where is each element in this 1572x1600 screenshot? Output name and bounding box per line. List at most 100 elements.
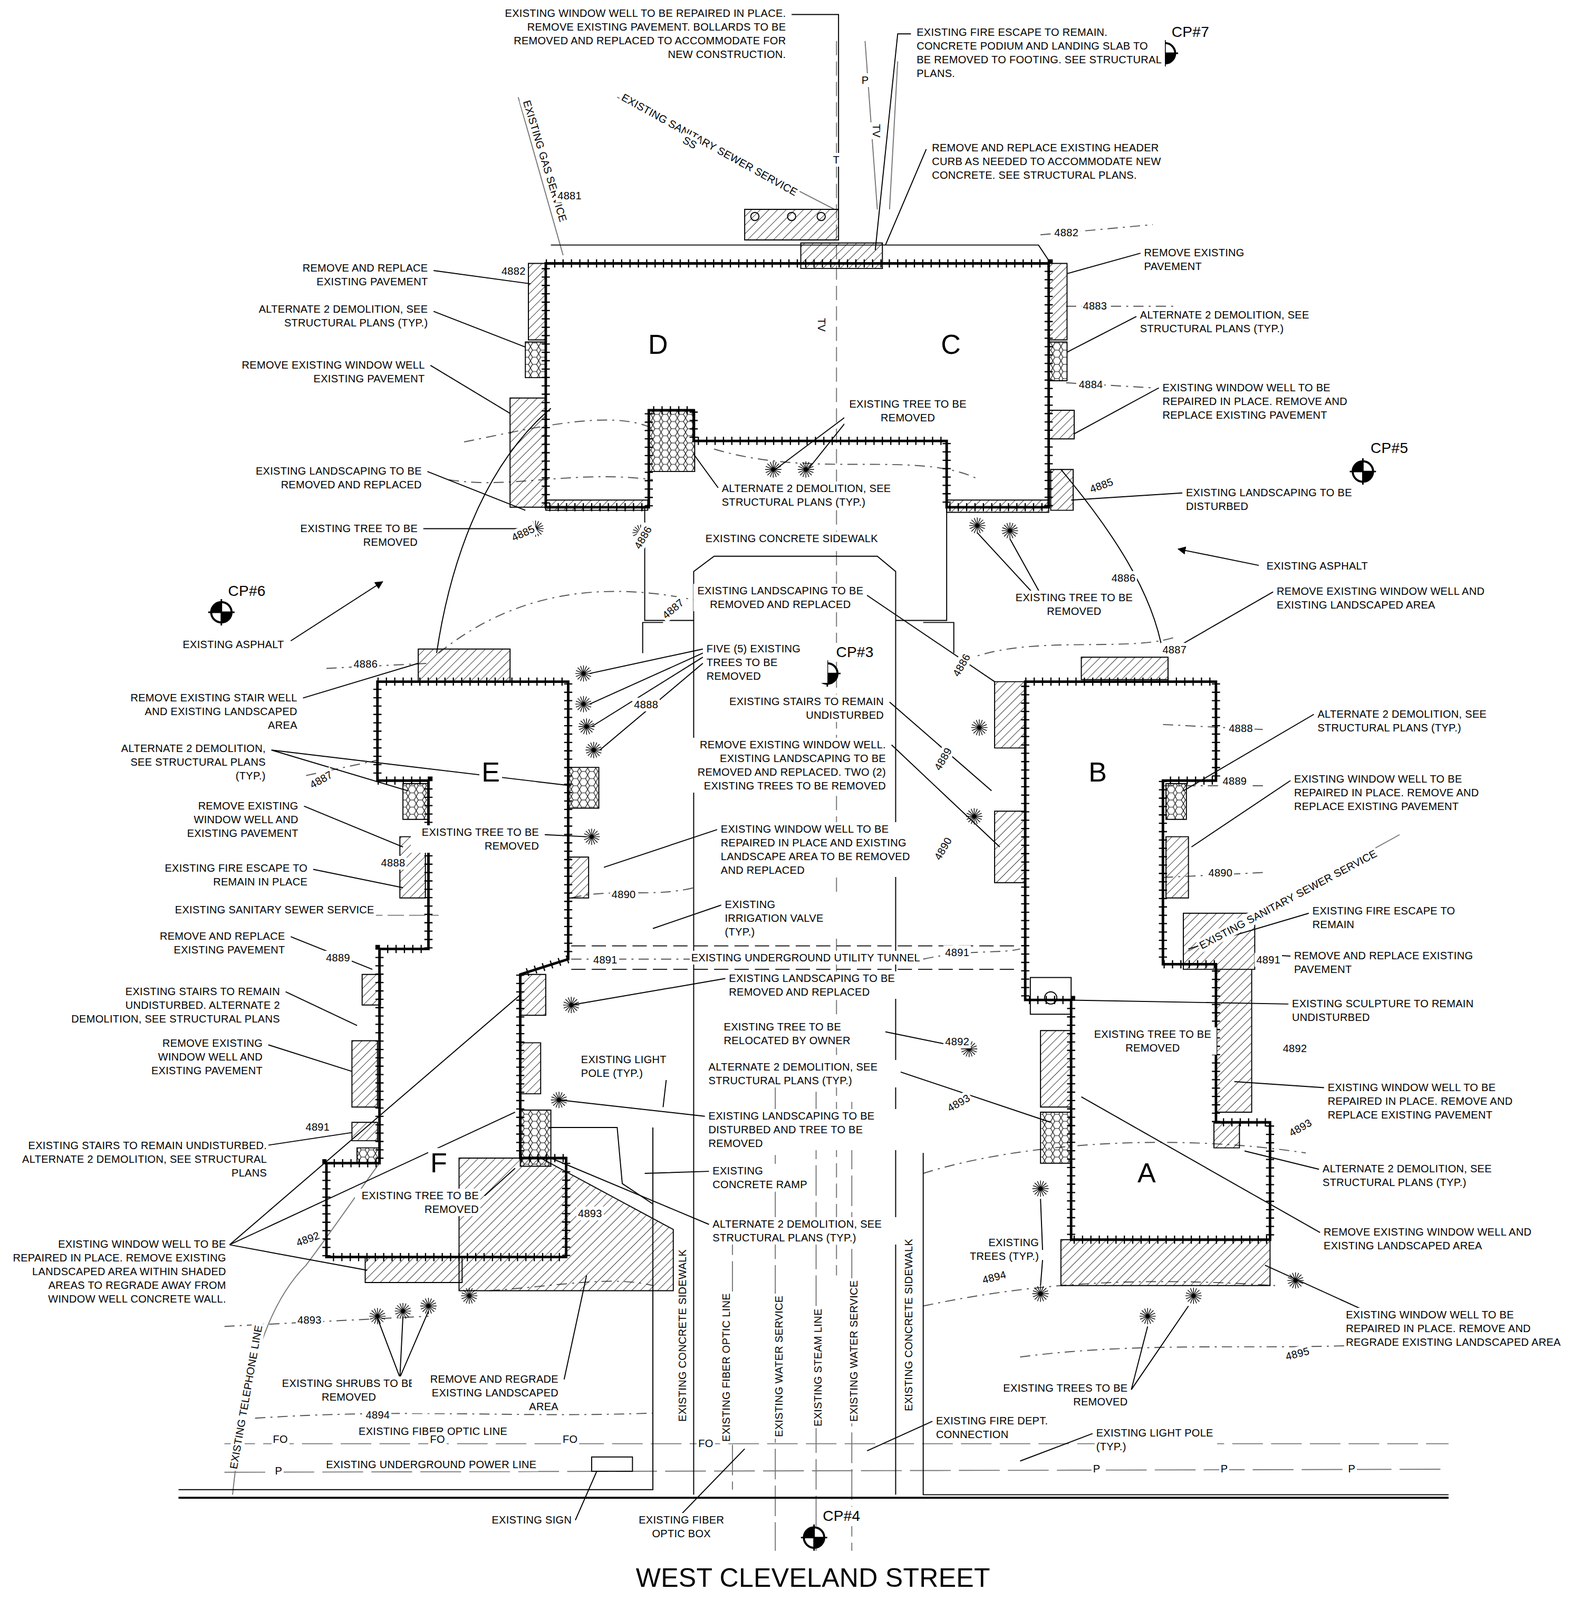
buildings: [326, 212, 1270, 1258]
callout-note: EXISTING IRRIGATION VALVE (TYP.): [723, 897, 842, 939]
callout-note: EXISTING WINDOW WELL TO BE REPAIRED IN P…: [1292, 772, 1492, 814]
tree-symbol: [765, 461, 782, 478]
contour-elevation: 4882: [499, 264, 528, 278]
callout-note: EXISTING TREE TO BE RELOCATED BY OWNER: [722, 1019, 886, 1048]
callout-note: EXISTING WINDOW WELL TO BE REPAIRED IN P…: [719, 822, 924, 877]
callout-note: REMOVE EXISTING WINDOW WELL. EXISTING LA…: [673, 737, 888, 793]
building-label: F: [428, 1148, 450, 1179]
tree-symbol: [971, 719, 988, 736]
utility-line-tag: TV: [814, 316, 829, 334]
contour-elevation: 4890: [610, 887, 638, 902]
callout-note: EXISTING UNDERGROUND UTILITY TUNNEL: [689, 950, 922, 965]
callout-note: EXISTING WINDOW WELL TO BE REPAIRED IN P…: [1326, 1080, 1516, 1122]
tree-symbol: [966, 807, 983, 825]
contour-elevation: 4886: [351, 657, 380, 671]
contour-elevation: 4889: [324, 950, 352, 965]
callout-note: REMOVE EXISTING WINDOW WELL AND EXISTING…: [157, 798, 301, 841]
control-point-label: WEST CLEVELAND STREET: [634, 1560, 992, 1596]
callout-note: REMOVE EXISTING STAIR WELL AND EXISTING …: [120, 690, 300, 732]
building-label: C: [938, 329, 963, 360]
contour-elevation: 4890: [930, 833, 956, 864]
tunnel: [571, 946, 1020, 970]
contour-elevation: 4882: [1052, 225, 1080, 240]
bollard: [817, 212, 826, 221]
building-label: B: [1086, 757, 1109, 788]
callout-note: REMOVE AND REPLACE EXISTING HEADER CURB …: [930, 140, 1165, 182]
contour-elevation: 4891: [943, 945, 971, 960]
callout-note: REMOVE EXISTING WINDOW WELL AND EXISTING…: [121, 1036, 265, 1078]
callout-note: REMOVE EXISTING WINDOW WELL AND EXISTING…: [1275, 584, 1500, 612]
utility-line-tag: FO: [428, 1432, 447, 1446]
utility-line-tag: P: [1091, 1461, 1103, 1476]
contours: [224, 224, 1449, 1419]
callout-note: EXISTING WINDOW WELL TO BE REPAIRED IN P…: [1160, 380, 1360, 422]
contour-elevation: 4889: [1221, 774, 1249, 788]
callout-note: EXISTING SIGN: [456, 1512, 574, 1527]
callout-note: REMOVE EXISTING PAVEMENT: [1142, 245, 1291, 274]
contour-elevation: 4892: [292, 1228, 323, 1251]
top-line: [864, 41, 898, 210]
callout-note: ALTERNATE 2 DEMOLITION, SEE STRUCTURAL P…: [710, 1217, 900, 1245]
contour-elevation: 4891: [1254, 952, 1282, 967]
sign: [591, 1457, 633, 1472]
control-points: [208, 40, 1377, 1551]
callout-note: EXISTING TREE TO BE REMOVED: [354, 1188, 481, 1217]
control-point-label: CP#4: [821, 1506, 862, 1526]
callout-note: EXISTING CONCRETE SIDEWALK: [703, 531, 880, 546]
callout-note: EXISTING UNDERGROUND POWER LINE: [324, 1457, 538, 1472]
tree-symbol: [585, 741, 602, 759]
building-letter: C: [940, 329, 961, 360]
callout-note: EXISTING LANDSCAPING TO BE REMOVED AND R…: [727, 971, 911, 999]
bollard: [750, 212, 759, 221]
callout-note: EXISTING LANDSCAPING TO BE DISTURBED AND…: [707, 1108, 902, 1151]
callout-note: EXISTING WINDOW WELL TO BE REPAIRED IN P…: [502, 6, 788, 62]
contour-elevation: 4894: [979, 1267, 1010, 1288]
callout-note: EXISTING FIRE ESCAPE TO REMAIN. CONCRETE…: [914, 25, 1165, 81]
control-point-symbol: [1349, 458, 1376, 485]
contour-elevation: 4888: [1227, 721, 1255, 736]
callout-note: ALTERNATE 2 DEMOLITION, SEE STRUCTURAL P…: [1320, 1161, 1516, 1190]
callout-note: EXISTING STAIRS TO REMAIN UNDISTURBED. A…: [3, 1138, 269, 1180]
callout-note: EXISTING FIRE ESCAPE TO REMAIN IN PLACE: [140, 861, 310, 889]
callout-note: EXISTING STAIRS TO REMAIN UNDISTURBED. A…: [56, 984, 282, 1026]
callout-note: EXISTING SCULPTURE TO REMAIN UNDISTURBED: [1290, 996, 1531, 1025]
contour-elevation: 4890: [1206, 865, 1234, 880]
callout-note: EXISTING CONCRETE RAMP: [710, 1163, 814, 1192]
callout-note: EXISTING WINDOW WELL TO BE REPAIRED IN P…: [1344, 1307, 1569, 1349]
alternate-area: [357, 341, 1187, 1166]
callout-note: EXISTING ASPHALT: [1265, 558, 1370, 573]
trees: [369, 461, 1304, 1325]
contour-elevation: 4891: [591, 952, 620, 967]
building-wall-ticks: [326, 263, 1270, 1257]
contour-elevation: 4885: [507, 521, 539, 545]
demolition-areas: [351, 209, 1270, 1291]
utility-line-tag: P: [273, 1463, 284, 1478]
control-point-label: CP#7: [1170, 22, 1211, 42]
contour-elevation: 4893: [576, 1206, 604, 1221]
tree-symbol: [1185, 1287, 1202, 1305]
utility-line-tag: FO: [696, 1436, 715, 1451]
building-letter: F: [430, 1148, 448, 1179]
paving: [178, 245, 1449, 1499]
callout-note: FIVE (5) EXISTING TREES TO BE REMOVED: [705, 641, 828, 683]
control-point-label: CP#3: [834, 642, 875, 662]
callout-note: EXISTING WATER SERVICE: [846, 1278, 861, 1424]
control-point-symbol: [208, 599, 235, 626]
callout-note: REMOVE AND REPLACE EXISTING PAVEMENT: [251, 261, 430, 289]
callout-note: EXISTING FIBER OPTIC BOX: [622, 1512, 741, 1541]
callout-note: EXISTING WATER SERVICE: [772, 1293, 786, 1439]
contour-elevation: 4895: [1282, 1343, 1313, 1364]
utility-line-tag: P: [1346, 1461, 1357, 1476]
tree-symbol: [1032, 1180, 1049, 1198]
callout-note: ALTERNATE 2 DEMOLITION, SEE STRUCTURAL P…: [245, 302, 430, 330]
callout-note: EXISTING TELEPHONE LINE: [226, 1322, 266, 1472]
callout-note: EXISTING FIBER OPTIC LINE: [719, 1291, 734, 1444]
callout-note: EXISTING LIGHT POLE (TYP.): [579, 1052, 692, 1080]
tree-symbol: [460, 1287, 478, 1305]
contour-elevation: 4887: [658, 594, 688, 623]
contour-elevation: 4886: [1110, 571, 1138, 585]
utility-line-tag: FO: [271, 1432, 290, 1446]
leader-lines: [229, 14, 1377, 1520]
callout-note: EXISTING FIRE DEPT. CONNECTION: [934, 1413, 1063, 1442]
tree-symbol: [369, 1307, 386, 1325]
